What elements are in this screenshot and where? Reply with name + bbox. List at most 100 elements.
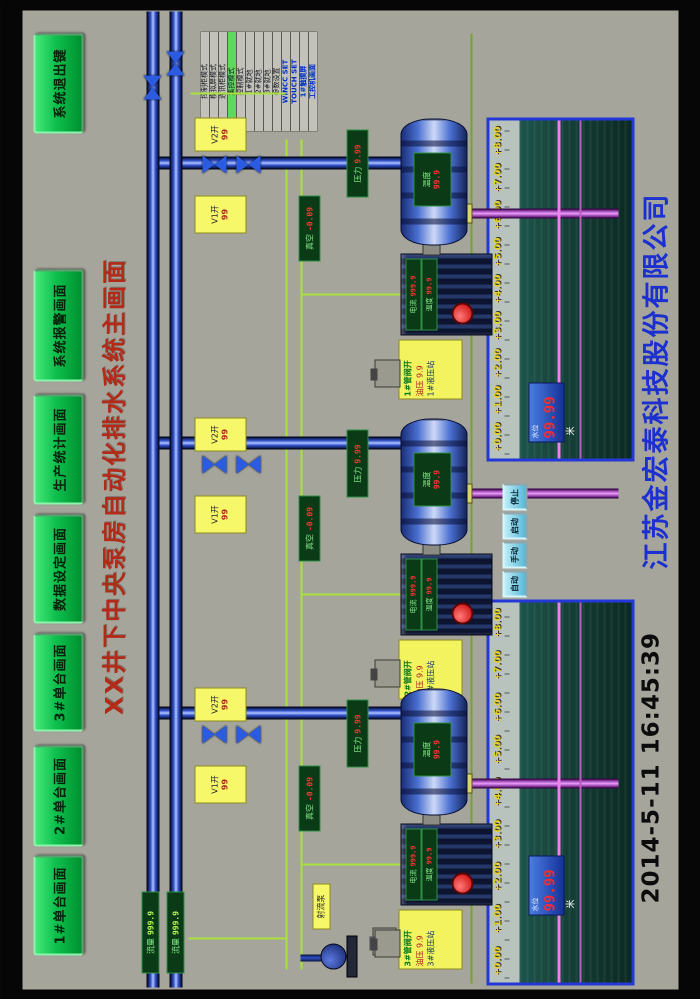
pump-assembly-2[interactable]: 2#管阀开 油压 9.9 2#液压站 电流 999.9 温度 99.9 温度: [190, 417, 492, 699]
vacuum-label: 真空: [304, 233, 314, 250]
valve-value: 99: [220, 698, 229, 710]
level-value: 99.99: [542, 868, 558, 911]
control-button-manual[interactable]: 手动: [502, 541, 527, 568]
mode-item-central[interactable]: 集控模式: [227, 31, 236, 131]
motor-temp-label: 温度: [425, 296, 433, 311]
valve-indicator-v2: V2开 99: [194, 687, 246, 721]
pipe-valve-status: 3#管阀开: [403, 929, 412, 966]
mode-item-local-1[interactable]: 1#就地: [245, 31, 254, 131]
mode-item-wincc-set[interactable]: WINCC SET: [281, 31, 290, 131]
menu-button-system-exit[interactable]: 系统退出键: [33, 33, 83, 133]
scale-label: +5.00: [493, 734, 503, 765]
pump-temp-box: 温度 99.9: [413, 452, 451, 506]
pressure-gauge: 压力 9.99: [346, 699, 368, 767]
control-button-stop[interactable]: 停止: [502, 483, 527, 510]
motor-temp-label: 温度: [425, 596, 433, 611]
flow-label: 流量: [145, 937, 155, 954]
vacuum-gauge: 真空 -0.09: [298, 495, 320, 561]
pump-body-3[interactable]: 温度 99.9: [400, 688, 467, 815]
pressure-value: 9.99: [352, 713, 362, 734]
pump-assembly-1[interactable]: 1#管阀开 油压 9.9 1#液压站 电流 999.9 温度 99.9 温度: [190, 117, 492, 399]
motor-temp-label: 温度: [425, 866, 433, 881]
control-button-start[interactable]: 启动: [502, 512, 527, 539]
mode-item-local-2[interactable]: 2#就地: [254, 31, 263, 131]
scale-label: +2.00: [493, 348, 503, 378]
valve-label: V2开: [210, 124, 219, 144]
mode-item-mimic[interactable]: 模拟屏模式: [209, 31, 218, 131]
mode-item-cabinet[interactable]: 控制柜模式: [200, 31, 209, 131]
motor-stop-button[interactable]: [451, 872, 473, 894]
pump-temp-value: 99.9: [432, 739, 441, 759]
motor-2[interactable]: 电流 999.9 温度 99.9: [400, 553, 492, 635]
datetime-display: 2014-5-11 16:45:39: [638, 631, 664, 903]
vacuum-value: -0.09: [304, 206, 314, 231]
pump-body-2[interactable]: 温度 99.9: [400, 418, 467, 545]
scale-label: +0.00: [493, 946, 503, 976]
mode-item-engineer[interactable]: 工控机画面: [308, 31, 317, 131]
mode-item-local-3[interactable]: 3#就地: [263, 31, 272, 131]
motor-current-box: 电流 999.9: [405, 558, 421, 630]
menu-button-pump1-screen[interactable]: 1#单台画面: [33, 855, 83, 955]
pressure-label: 压力: [352, 166, 362, 183]
control-button-auto[interactable]: 自动: [502, 570, 527, 597]
flow-meter-main1: 流量 999.9: [141, 891, 159, 973]
motor-1[interactable]: 电流 999.9 温度 99.9: [400, 253, 492, 335]
riser-check-valve[interactable]: [202, 725, 226, 743]
scale-label: +6.00: [493, 692, 503, 723]
menu-button-statistics[interactable]: 生产统计画面: [33, 394, 83, 504]
mode-panel: 控制柜模式 模拟屏模式 通讯柜模式 集控模式 控制模式 1#就地 2#就地 3#…: [200, 31, 317, 131]
scale-label: +1.00: [493, 903, 503, 934]
pipe-valve-status: 1#管阀开: [403, 359, 412, 396]
pump-temp-box: 温度 99.9: [413, 722, 451, 776]
riser-check-valve[interactable]: [202, 455, 226, 473]
valve-label: V1开: [210, 204, 219, 224]
mode-item-control[interactable]: 控制模式: [236, 31, 245, 131]
riser-gate-valve[interactable]: [236, 155, 260, 173]
motor-stop-button[interactable]: [451, 602, 473, 624]
hydraulic-station-label: 1#液压站: [426, 360, 436, 396]
current-value: 999.9: [409, 844, 417, 867]
riser-gate-valve[interactable]: [236, 725, 260, 743]
oil-pressure: 油压 9.9: [414, 364, 424, 396]
valve-indicator-v1: V1开 99: [194, 765, 246, 803]
riser-check-valve[interactable]: [202, 155, 226, 173]
mode-item-touchscreen[interactable]: 1#触摸屏: [299, 31, 308, 131]
scale-label: +4.00: [493, 274, 503, 304]
pressure-gauge: 压力 9.99: [346, 429, 368, 497]
valve-label: V2开: [210, 694, 219, 714]
valve-indicator-v1: V1开 99: [194, 495, 246, 533]
mode-item-comm[interactable]: 通讯柜模式: [218, 31, 227, 131]
menu-button-pump3-screen[interactable]: 3#单台画面: [33, 633, 83, 731]
scale-ticks: [504, 124, 509, 454]
pump-temp-box: 温度 99.9: [413, 152, 451, 206]
water: [519, 602, 631, 982]
menu-button-pump2-screen[interactable]: 2#单台画面: [33, 745, 83, 846]
valve-label: V1开: [210, 504, 219, 524]
valve-value: 99: [220, 208, 229, 220]
pump-assembly-3[interactable]: 3#管阀开 油压 9.9 3#液压站 电流 999.9 温度 99.9 温度: [190, 687, 492, 969]
hydraulic-motor-icon: [370, 929, 400, 957]
main2-gate-valve[interactable]: [166, 51, 184, 75]
mode-item-param-set[interactable]: 参数设置: [272, 31, 281, 131]
scale-label: +8.00: [493, 608, 503, 638]
current-label: 电流: [409, 299, 417, 314]
menu-button-data-setting[interactable]: 数据设定画面: [33, 514, 83, 623]
scale-label: +1.00: [493, 385, 503, 415]
pump-body-1[interactable]: 温度 99.9: [400, 118, 467, 245]
pressure-gauge: 压力 9.99: [346, 129, 368, 197]
level-label: 水位: [531, 424, 539, 438]
main1-gate-valve[interactable]: [143, 75, 161, 99]
company-name: 江苏金宏泰科技股份有限公司: [641, 192, 672, 569]
riser-gate-valve[interactable]: [236, 455, 260, 473]
valve-value: 99: [220, 128, 229, 140]
motor-stop-button[interactable]: [451, 302, 473, 324]
menu-button-alarm-screen[interactable]: 系统报警画面: [33, 269, 83, 381]
motor-temp-value: 99.9: [425, 577, 433, 594]
mode-item-touch-set[interactable]: TOUCH SET: [290, 31, 299, 131]
motor-3[interactable]: 电流 999.9 温度 99.9: [400, 823, 492, 905]
hydraulic-station-label: 3#液压站: [426, 930, 436, 966]
hydraulic-panel-1: 1#管阀开 油压 9.9 1#液压站: [398, 339, 462, 399]
scale-label: +7.00: [493, 650, 503, 681]
